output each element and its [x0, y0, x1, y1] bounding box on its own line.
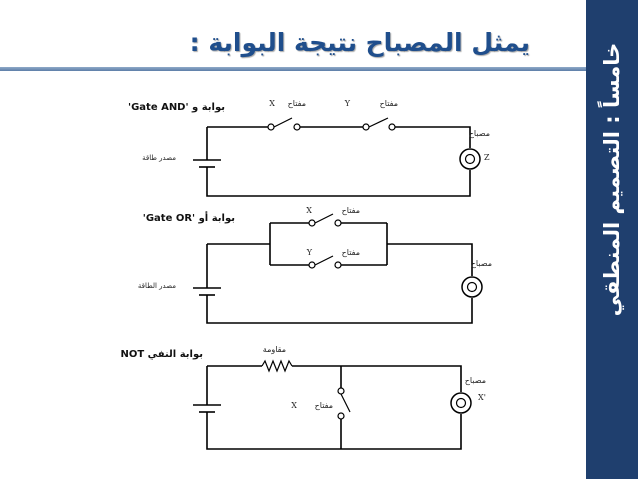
and-switch-x-contact-2: [293, 123, 301, 131]
or-switch-y-label: مفتاح: [342, 248, 360, 257]
and-wire-bottom: [206, 167, 471, 197]
not-switch-contact-1: [337, 387, 345, 395]
or-switch-y-contact-2: [334, 261, 342, 269]
and-lamp-var: Z: [484, 153, 490, 162]
not-circuit: NOT بوابة النفي مقاومة X مفتاح مصباح X': [120, 345, 486, 450]
not-gate-label: NOT بوابة النفي: [120, 349, 203, 360]
not-wire-top-2: [292, 365, 462, 392]
or-switch-x-contact-2: [334, 219, 342, 227]
not-lamp-var: X': [478, 393, 486, 402]
not-wire-bottom: [206, 412, 462, 450]
and-lamp-inner: [464, 153, 476, 165]
or-lamp-label: مصباح: [471, 259, 492, 268]
or-wire-top-right: [387, 243, 473, 276]
or-switch-x-label: مفتاح: [342, 206, 360, 215]
or-switch-x-lever: [314, 213, 334, 224]
and-switch-x-var: X: [269, 99, 275, 108]
not-switch-lever: [340, 393, 351, 413]
or-switch-x-var: X: [306, 206, 312, 215]
and-switch-y-label: مفتاح: [380, 99, 398, 108]
and-switch-x-lever: [273, 117, 293, 128]
or-lamp-inner: [466, 281, 478, 293]
or-switch-x-contact-1: [308, 219, 316, 227]
side-title: خامساً : التصميم المنطقي: [600, 42, 624, 317]
and-gate-label: 'Gate AND' بوابة و: [128, 102, 225, 113]
and-switch-y-contact-1: [362, 123, 370, 131]
and-switch-y-contact-2: [388, 123, 396, 131]
and-wire-top-3: [395, 126, 471, 148]
and-switch-x-label: مفتاح: [288, 99, 306, 108]
or-switch-y-contact-1: [308, 261, 316, 269]
circuit-diagrams: 'Gate AND' بوابة و X مفتاح Y مفتاح مصدر …: [120, 99, 492, 450]
not-switch-contact-2: [337, 412, 345, 420]
slide-title: يمثل المصباح نتيجة البوابة :: [189, 28, 530, 57]
or-source-label: مصدر الطاقة: [138, 282, 176, 290]
not-lamp-inner: [455, 397, 467, 409]
not-switch-var: X: [291, 401, 297, 410]
and-source-label: مصدر طاقة: [142, 154, 176, 162]
side-panel: خامساً : التصميم المنطقي: [586, 0, 638, 479]
and-lamp-label: مصباح: [469, 129, 490, 138]
or-wire-bottom: [206, 295, 473, 324]
not-switch-label: مفتاح: [315, 401, 333, 410]
or-switch-y-var: Y: [306, 248, 313, 257]
and-circuit: 'Gate AND' بوابة و X مفتاح Y مفتاح مصدر …: [128, 99, 490, 197]
or-circuit: 'Gate OR' بوابة أو X مفتاح Y مفتاح مصدر …: [138, 206, 492, 324]
and-switch-y-var: Y: [344, 99, 351, 108]
and-switch-y-lever: [368, 117, 389, 128]
not-resistor-icon: [261, 359, 293, 373]
or-switch-y-lever: [314, 255, 334, 266]
or-gate-label: 'Gate OR' بوابة أو: [143, 211, 235, 224]
not-lamp-label: مصباح: [465, 376, 486, 385]
and-switch-x-contact-1: [267, 123, 275, 131]
title-divider: [0, 67, 586, 71]
not-resistor-label: مقاومة: [263, 345, 286, 354]
